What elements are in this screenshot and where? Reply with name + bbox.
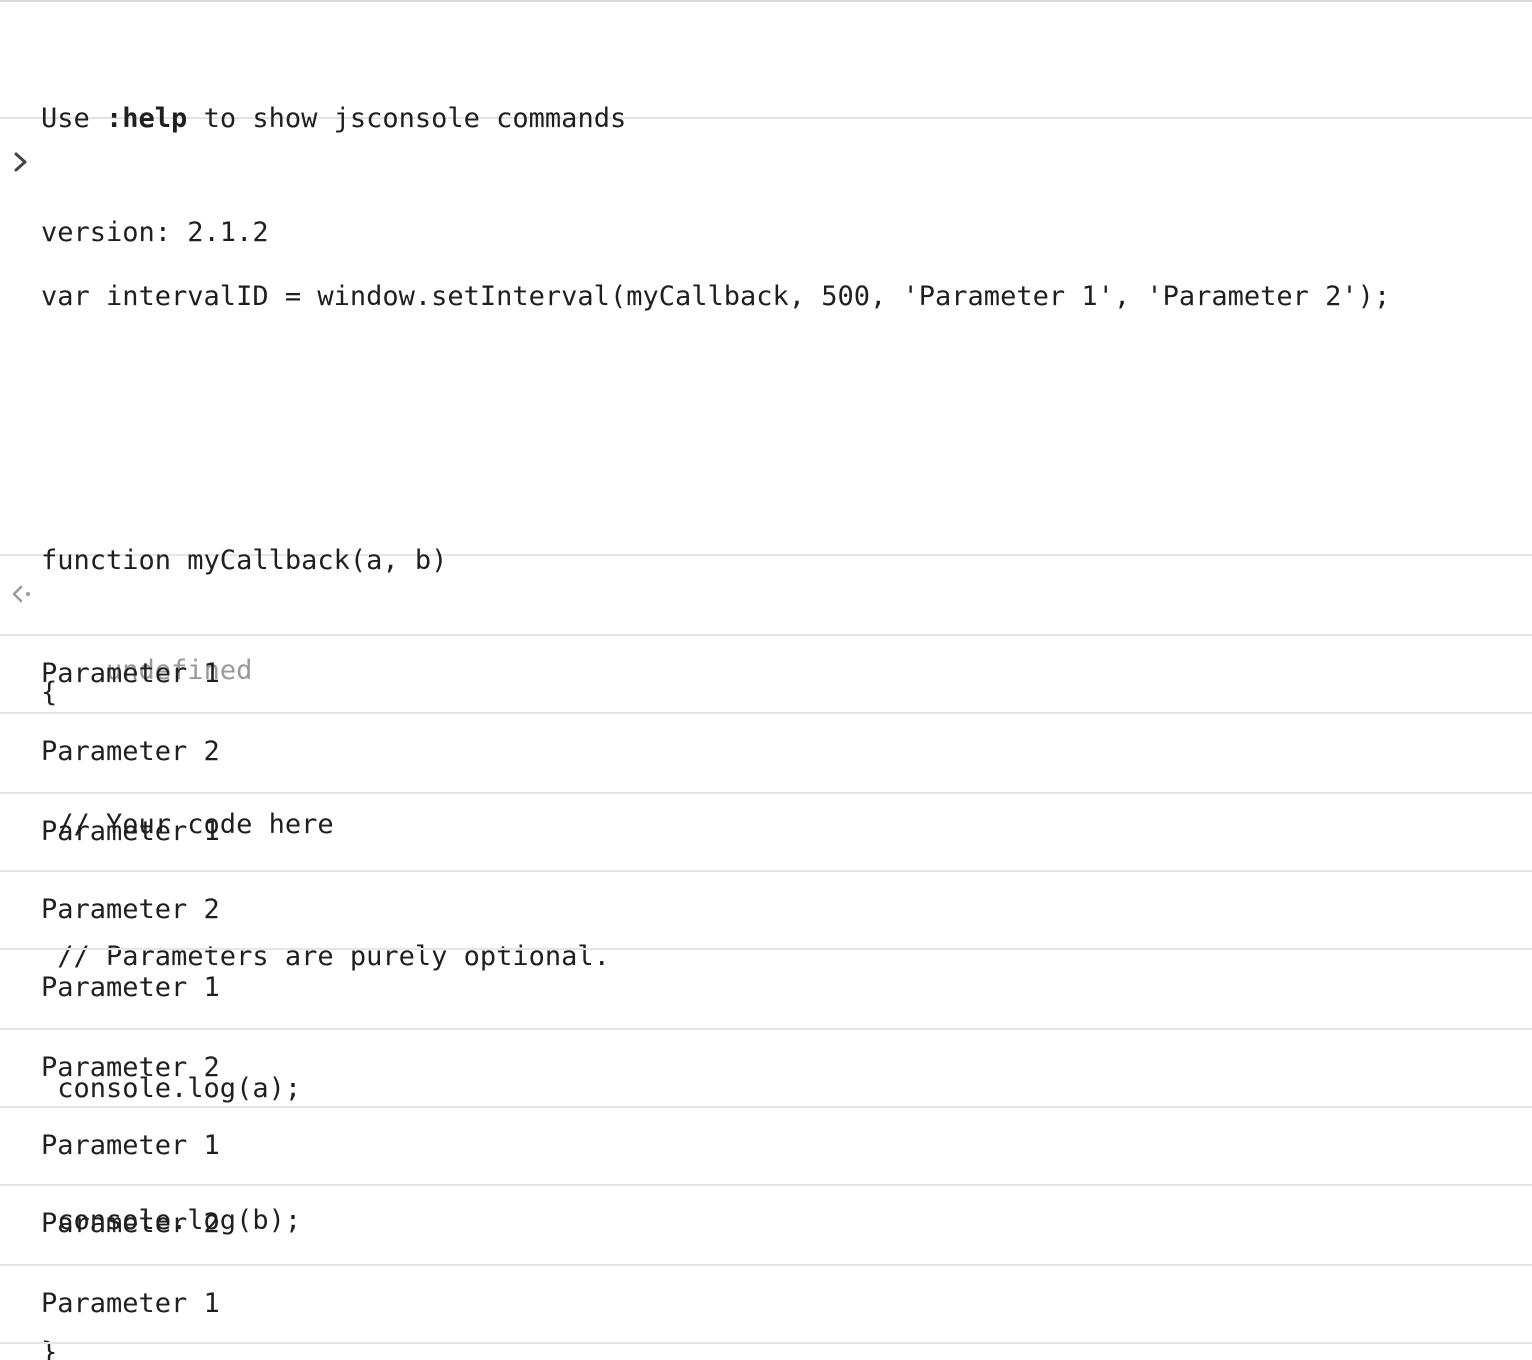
result-value: undefined (106, 655, 253, 686)
log-text: Parameter 1 (41, 1288, 220, 1319)
code-line: console.log(b); (41, 1205, 302, 1236)
help-prefix: Use (41, 103, 107, 134)
log-text: Parameter 1 (41, 1130, 220, 1161)
log-entry: Parameter 1 (0, 794, 1532, 872)
log-entry: Parameter 2 (0, 714, 1532, 794)
log-entry: Parameter 1 (0, 950, 1532, 1030)
log-text: Parameter 1 (41, 658, 220, 689)
log-text: Parameter 2 (41, 736, 220, 767)
help-suffix: to show jsconsole commands (187, 103, 627, 134)
log-entry: Parameter 1 (0, 636, 1532, 714)
help-line: Use :help to show jsconsole commands (41, 100, 1532, 138)
code-line: console.log(a); (41, 1073, 302, 1104)
version-line: version: 2.1.2 (41, 217, 269, 248)
code-line: var intervalID = window.setInterval(myCa… (41, 281, 1391, 312)
code-line: // Your code here (41, 809, 334, 840)
console-input-entry[interactable]: var intervalID = window.setInterval(myCa… (0, 119, 1532, 1360)
code-line: { (41, 677, 58, 708)
log-entry: Parameter 1 (0, 1108, 1532, 1186)
log-entry: Parameter 2 (0, 872, 1532, 950)
log-text: Parameter 2 (41, 894, 220, 925)
log-text: Parameter 1 (41, 816, 220, 847)
log-entry: Parameter 2 (0, 1186, 1532, 1266)
console-info-message: Use :help to show jsconsole commands ver… (0, 2, 1532, 248)
log-entry: Parameter 1 (0, 1266, 1532, 1344)
log-entry: Parameter 2 (0, 1030, 1532, 1108)
log-text: Parameter 2 (41, 1052, 220, 1083)
code-line (41, 407, 1532, 451)
return-arrow-icon (12, 585, 30, 603)
code-line: // Parameters are purely optional. (41, 941, 610, 972)
console-result-entry: undefined (0, 556, 1532, 686)
chevron-right-icon (14, 152, 27, 172)
log-text: Parameter 2 (41, 1208, 220, 1239)
log-text: Parameter 1 (41, 972, 220, 1003)
help-command[interactable]: :help (106, 103, 188, 134)
code-line: function myCallback(a, b) (41, 545, 448, 576)
